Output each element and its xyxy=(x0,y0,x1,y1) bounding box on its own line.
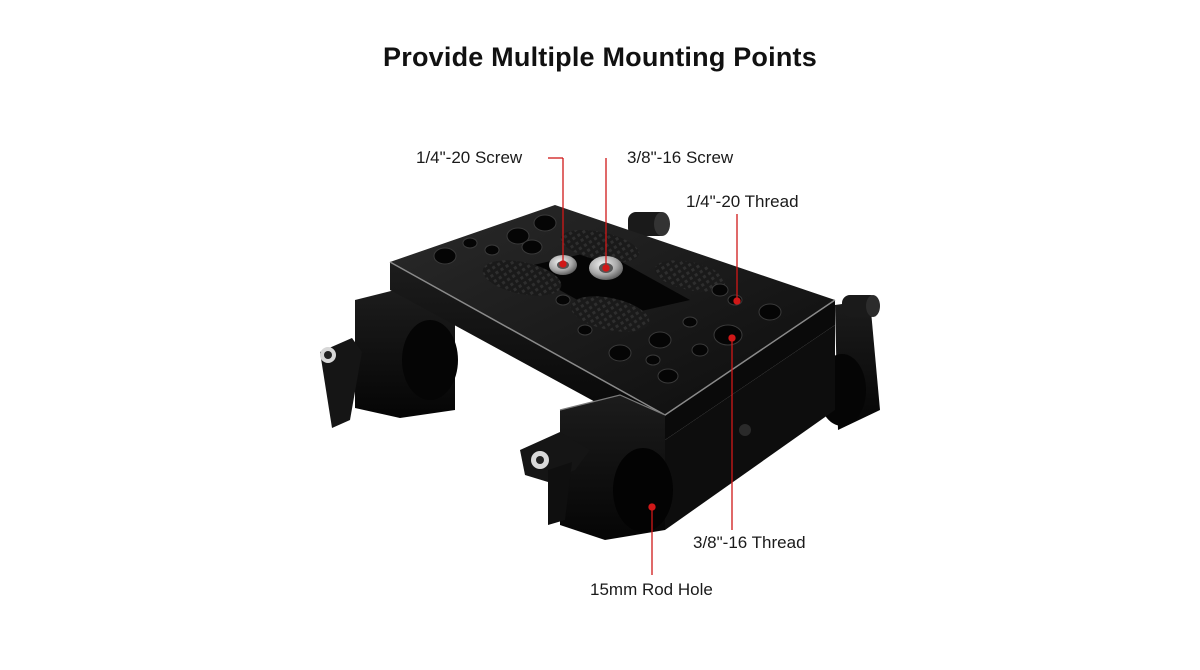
callout-screw-quarter: 1/4"-20 Screw xyxy=(416,148,523,167)
front-lever xyxy=(520,432,590,525)
front-clamp xyxy=(559,325,835,540)
callout-thread-quarter: 1/4"-20 Thread xyxy=(686,192,799,211)
cheese-plate xyxy=(389,205,836,440)
rear-rod-end xyxy=(628,212,670,236)
page-title: Provide Multiple Mounting Points xyxy=(383,42,817,72)
callout-screw-three-eighths: 3/8"-16 Screw xyxy=(627,148,734,167)
callout-thread-three-eighths: 3/8"-16 Thread xyxy=(693,533,806,552)
callout-lines xyxy=(548,157,741,575)
callout-rod-hole: 15mm Rod Hole xyxy=(590,580,713,599)
rear-left-clamp xyxy=(320,290,458,428)
